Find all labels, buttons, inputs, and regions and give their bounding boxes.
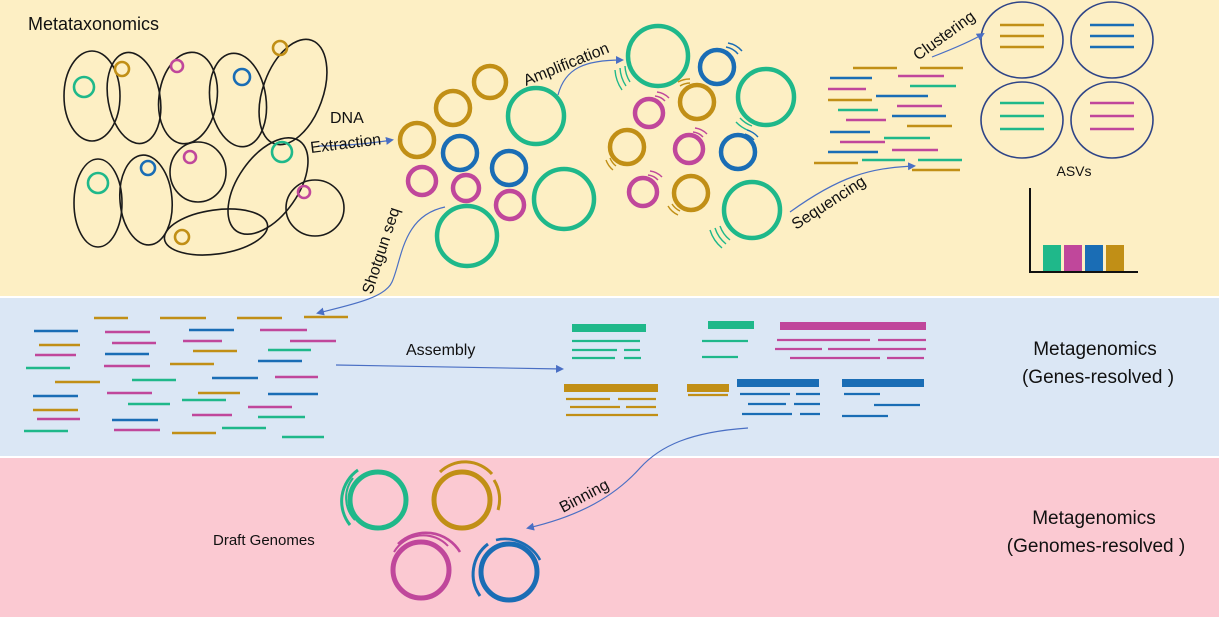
cell <box>73 158 123 248</box>
cell <box>258 38 328 146</box>
amplified-dna <box>607 23 797 241</box>
cell-plasmids <box>72 39 312 246</box>
genomes-resolved-band <box>0 458 1219 617</box>
asv-cluster <box>980 81 1064 159</box>
amplification-marks <box>605 42 759 249</box>
assembly-arrow <box>335 364 564 373</box>
amplification-arrow <box>557 56 624 96</box>
genomes-resolved-title-line1: Metagenomics <box>1032 508 1156 529</box>
amplicon-reads <box>814 66 963 172</box>
asv-bar-magenta <box>1064 245 1082 271</box>
cell <box>157 51 219 145</box>
cell <box>285 179 345 237</box>
asv-bar-blue <box>1085 245 1103 271</box>
asv-clusters <box>980 1 1154 159</box>
assembled-contigs <box>564 321 926 418</box>
genes-resolved-title-line2: (Genes-resolved ) <box>1022 367 1174 388</box>
draft-genome-blue <box>478 541 540 603</box>
binning-arrow <box>526 427 749 531</box>
cell <box>119 154 173 246</box>
draft-genome-green <box>347 469 409 531</box>
extracted-dna <box>397 63 597 269</box>
cell <box>63 50 121 142</box>
genomes-resolved-title-line2: (Genomes-resolved ) <box>1007 536 1185 557</box>
genes-resolved-title-line1: Metagenomics <box>1033 339 1157 360</box>
cell <box>163 208 269 256</box>
cell <box>169 141 227 203</box>
dna-extraction-arrow <box>317 137 394 147</box>
asv-cluster <box>1070 81 1154 159</box>
draft-genome-magenta <box>390 539 452 601</box>
asvs-label: ASVs <box>1056 163 1091 179</box>
draft-genome-gold <box>431 469 493 531</box>
assembly-label: Assembly <box>406 342 475 359</box>
shotgun-arrow <box>316 206 446 316</box>
cell <box>208 52 268 148</box>
microbial-cells <box>63 38 345 256</box>
metataxonomics-title: Metataxonomics <box>28 14 159 34</box>
asv-bar-green <box>1043 245 1061 271</box>
sequencing-arrow <box>789 162 916 213</box>
asv-bar-chart <box>1029 188 1138 273</box>
asv-cluster <box>1070 1 1154 79</box>
draft-genomes-label: Draft Genomes <box>213 532 315 549</box>
asv-bar-gold <box>1106 245 1124 271</box>
shotgun-reads <box>24 315 348 439</box>
process-arrows <box>316 32 985 531</box>
cell <box>227 136 309 236</box>
clustering-arrow <box>931 32 985 58</box>
draft-genomes <box>340 460 542 603</box>
dna-extraction-label-line1: DNA <box>330 110 364 127</box>
